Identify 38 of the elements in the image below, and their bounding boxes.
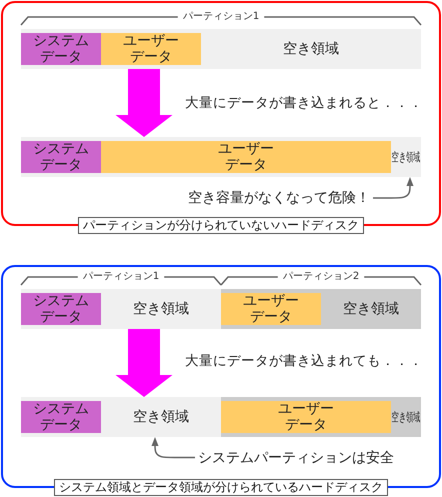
segment-label: ユーザーデータ: [217, 141, 275, 173]
disk-bar: [21, 397, 221, 437]
block-arrow: [116, 329, 172, 397]
data-segment: [221, 293, 321, 325]
segment-label: 空き領域: [343, 301, 399, 317]
disk-bar: [221, 397, 421, 437]
segment-label: 空き領域: [133, 301, 189, 317]
segment-label: 空き領域: [283, 41, 339, 57]
data-segment: [21, 33, 101, 65]
caption-label: システム領域とデータ領域が分けられているハードディスク: [54, 479, 388, 496]
segment-label: ユーザーデータ: [242, 293, 300, 325]
data-segment: [101, 141, 391, 173]
disk-bar: [21, 137, 421, 177]
segment-label: システムデータ: [32, 141, 90, 173]
segment-label: 空き領域: [392, 149, 420, 165]
leader-arrow: [152, 437, 195, 458]
data-segment: [21, 293, 101, 325]
annotation-text: 空き容量がなくなって危険！: [185, 189, 373, 207]
segment-label: ユーザーデータ: [277, 401, 335, 433]
segment-label: 空き領域: [392, 409, 420, 425]
segment-label: システムデータ: [32, 293, 90, 325]
data-segment: [221, 401, 391, 433]
data-segment: [21, 401, 101, 433]
leader-arrow: [373, 177, 414, 199]
data-segment: [21, 141, 101, 173]
edge-label: 大量にデータが書き込まれると．．．: [185, 94, 423, 112]
segment-label: 空き領域: [133, 409, 189, 425]
annotation-text: システムパーティションは安全: [195, 448, 397, 466]
segment-label: システムデータ: [32, 401, 90, 433]
block-arrow: [116, 69, 172, 137]
partition-label: パーティション2: [282, 271, 360, 283]
data-segment: [101, 33, 201, 65]
partition-label: パーティション1: [182, 11, 260, 23]
segment-label: ユーザーデータ: [122, 33, 180, 65]
partition-label: パーティション1: [82, 271, 160, 283]
caption-label: パーティションが分けられていないハードディスク: [78, 217, 364, 234]
segment-label: システムデータ: [32, 33, 90, 65]
edge-label: 大量にデータが書き込まれても．．．: [185, 352, 423, 370]
